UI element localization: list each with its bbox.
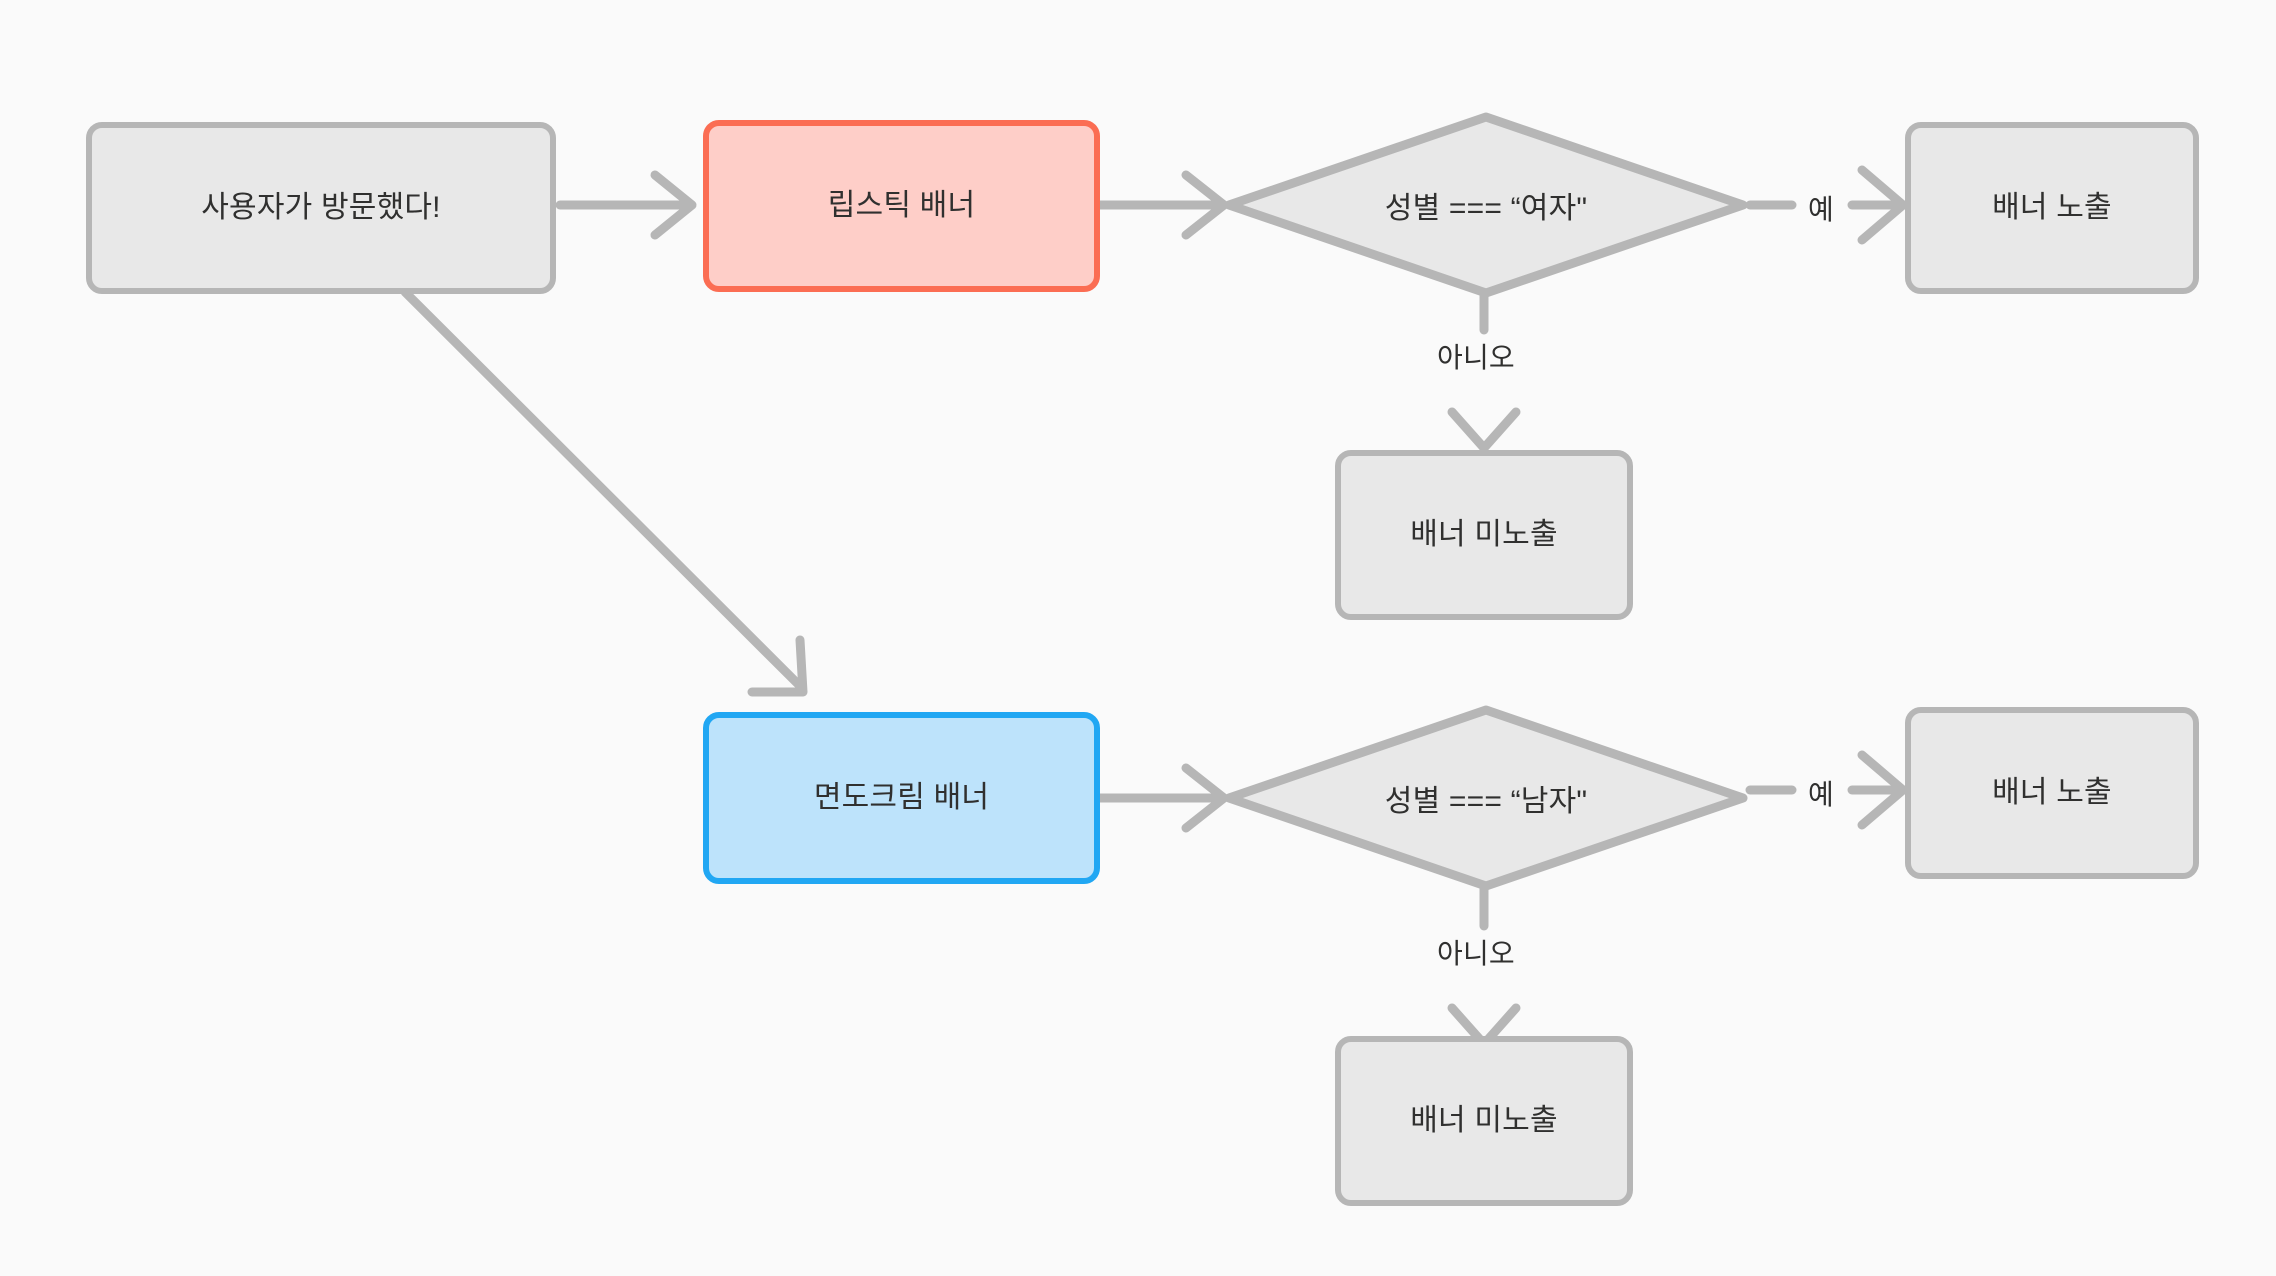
edge-start-to-lipstick [555,170,697,240]
decision-male-shape [1224,705,1748,891]
edge-label-yes-bottom: 예 [1808,779,1834,810]
node-hide-banner-bottom[interactable]: 배너 미노출 [1335,1036,1633,1206]
node-start-label: 사용자가 방문했다! [201,190,441,224]
node-show-banner-bottom[interactable]: 배너 노출 [1905,707,2199,879]
node-decision-female[interactable]: 성별 === “여자" [1222,110,1750,300]
edge-shaving-to-decision-male [1095,763,1229,833]
node-show-banner-top[interactable]: 배너 노출 [1905,122,2199,294]
edge-label-no-top: 아니오 [1437,342,1515,373]
edge-lipstick-to-decision-female [1095,170,1229,240]
node-lipstick-banner[interactable]: 립스틱 배너 [703,120,1100,292]
node-lipstick-banner-label: 립스틱 배너 [827,188,976,222]
node-decision-male-label: 성별 === “남자" [1384,785,1588,818]
node-hide-banner-top[interactable]: 배너 미노출 [1335,450,1633,620]
node-hide-banner-bottom-label: 배너 미노출 [1410,1103,1558,1137]
decision-female-shape [1224,112,1748,298]
node-shaving-banner-label: 면도크림 배너 [813,780,990,814]
node-show-banner-bottom-label: 배너 노출 [1992,775,2112,809]
node-hide-banner-top-label: 배너 미노출 [1410,517,1558,551]
node-decision-male[interactable]: 성별 === “남자" [1222,703,1750,893]
node-show-banner-top-label: 배너 노출 [1992,190,2112,224]
node-shaving-banner[interactable]: 면도크림 배너 [703,712,1100,884]
edge-label-no-bottom: 아니오 [1437,938,1515,969]
edge-start-to-shaving [400,287,808,697]
node-decision-female-label: 성별 === “여자" [1384,192,1588,225]
edge-label-yes-top: 예 [1808,194,1834,225]
node-start[interactable]: 사용자가 방문했다! [86,122,556,294]
